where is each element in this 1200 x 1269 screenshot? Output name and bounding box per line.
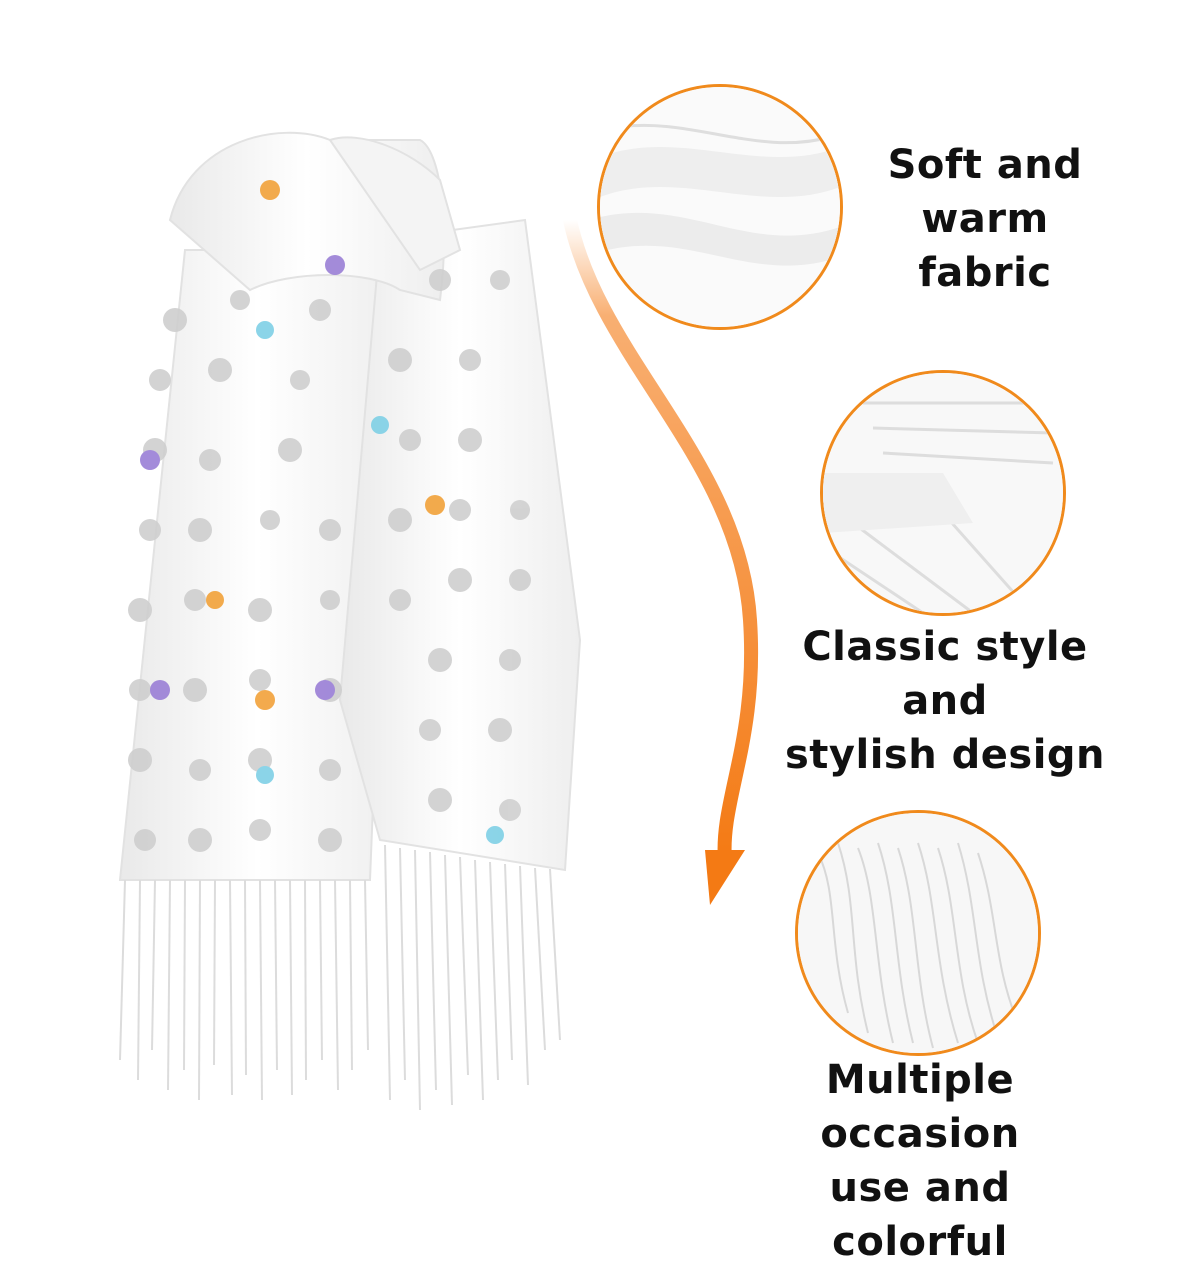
feature-2-line1: Classic style and [802,624,1088,724]
feature-text-3: Multiple occasion use and colorful [745,1053,1095,1269]
feature-2-line2: stylish design [784,732,1106,778]
feature-1-line1: Soft and [887,142,1083,188]
feature-1-line2: warm fabric [918,196,1052,296]
fabric-folds-icon [600,87,840,327]
feature-image-fringe [795,810,1041,1056]
feature-3-line1: Multiple occasion [820,1057,1020,1157]
feature-image-fabric [597,84,843,330]
feature-text-1: Soft and warm fabric [850,138,1120,300]
orange-arrow-icon [540,200,800,940]
pleated-fabric-icon [823,373,1063,613]
scarf-illustration [118,131,582,1111]
fringe-tassels-icon [798,813,1038,1053]
product-scarf-image [0,0,620,1200]
feature-3-line2: use and colorful [829,1165,1011,1265]
feature-text-2: Classic style and stylish design [780,620,1110,782]
feature-image-pleats [820,370,1066,616]
